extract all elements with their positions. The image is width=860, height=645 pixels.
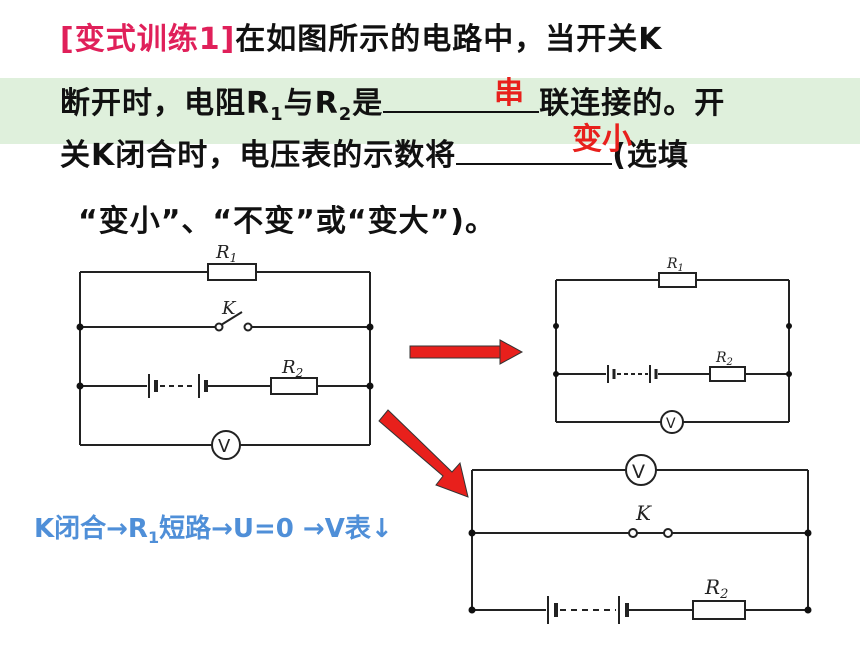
- voltmeter-2: [660, 410, 684, 434]
- exercise-tag: [变式训练1]: [60, 22, 236, 57]
- question-line-4: “变小”、“不变”或“变大”)。: [78, 196, 496, 240]
- question-text-3b: (选填: [612, 138, 689, 173]
- switch-contact-left: [214, 322, 224, 332]
- r1-label-2: R1: [666, 256, 684, 274]
- switch-contact-right: [243, 322, 253, 332]
- voltmeter: [211, 430, 241, 460]
- k-label-3: K: [635, 501, 652, 525]
- resistor-r1: [207, 263, 257, 281]
- switch-k: [220, 311, 243, 326]
- battery: [148, 374, 208, 398]
- resistor-r2-3: [692, 600, 746, 620]
- question-line-2: 断开时，电阻R1与R2是 联连接的。开: [60, 78, 725, 125]
- circuit-switch-closed: V K R2: [468, 454, 812, 624]
- question-text-4: “变小”、“不变”或“变大”)。: [78, 204, 497, 239]
- switch-contact-right-3: [663, 528, 673, 538]
- r2-label: R2: [281, 357, 303, 380]
- battery-3: [547, 596, 629, 624]
- question-text-2a: 断开时，电阻R: [60, 86, 271, 121]
- answer-series: 串: [494, 76, 524, 111]
- question-text-2d: 联连接的。开: [539, 86, 726, 121]
- battery-2: [607, 365, 658, 383]
- k-label: K: [221, 298, 237, 319]
- r2-subscript: 2: [338, 104, 353, 125]
- question-text-2c: 是: [352, 86, 384, 121]
- r1-subscript: 1: [270, 104, 284, 125]
- question-text-2b: 与R: [283, 86, 339, 121]
- question-text-1: 在如图所示的电路中，当开关K: [235, 22, 663, 57]
- circuit-original: R1 K R2 V: [76, 242, 374, 460]
- switch-contact-left-3: [628, 528, 638, 538]
- note-subscript: 1: [147, 528, 160, 548]
- question-text-3a: 关K闭合时，电压表的示数将: [60, 138, 457, 173]
- arrow-diagonal: [378, 409, 469, 498]
- question-line-1: [变式训练1]在如图所示的电路中，当开关K: [60, 14, 663, 58]
- note-text-a: K闭合→R: [34, 514, 148, 544]
- voltmeter-label-3: V: [632, 461, 645, 483]
- circuit-switch-open: R1 R2 V: [553, 256, 792, 434]
- arrow-right: [409, 339, 524, 365]
- r2-label-2: R2: [715, 350, 733, 368]
- resistor-r1-2: [658, 272, 697, 288]
- question-line-3: 关K闭合时，电压表的示数将 (选填: [60, 130, 689, 174]
- r2-label-3: R2: [704, 575, 728, 602]
- answer-smaller: 变小: [572, 122, 632, 157]
- r1-label: R1: [215, 242, 237, 265]
- answer-blank-2[interactable]: [456, 159, 613, 165]
- note-text-b: 短路→U=0 →V表↓: [159, 514, 393, 544]
- resistor-r2: [270, 377, 318, 395]
- explanation-note: K闭合→R1短路→U=0 →V表↓: [34, 508, 393, 547]
- resistor-r2-2: [709, 366, 746, 382]
- voltmeter-label-2: V: [666, 416, 676, 432]
- voltmeter-label: V: [218, 436, 231, 457]
- answer-blank-1[interactable]: [383, 107, 540, 113]
- voltmeter-3: [625, 454, 657, 486]
